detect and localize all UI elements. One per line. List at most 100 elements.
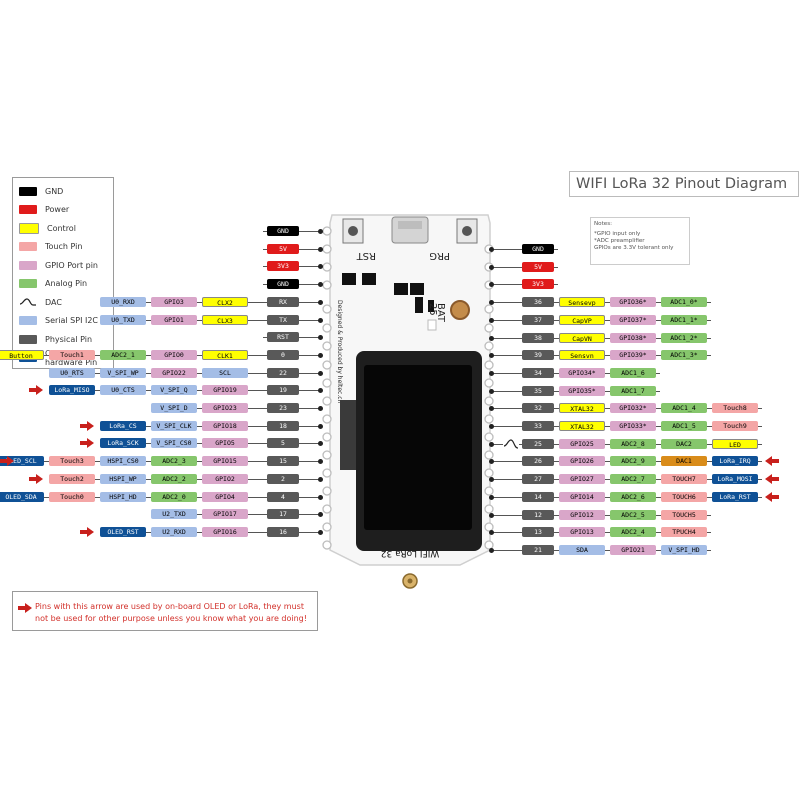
diagram-title: WIFI LoRa 32 Pinout Diagram xyxy=(569,171,799,197)
pin-dot xyxy=(318,335,323,341)
rst-label: RST xyxy=(356,250,376,261)
pin-label: 5 xyxy=(267,438,299,449)
pin-dot xyxy=(318,423,323,429)
pin-label: ADC1_3* xyxy=(661,350,707,361)
pin-label: GPIO16 xyxy=(202,526,248,537)
pin-label: 32 xyxy=(522,403,554,414)
pin-label: HSPI_WP xyxy=(100,473,146,484)
pin-label: V_SPI_Q xyxy=(151,385,197,396)
pin-label: CapVN xyxy=(559,332,605,343)
legend-label: Serial SPI I2C xyxy=(45,316,99,325)
pin-label: GND xyxy=(267,279,299,290)
pin-label: ADC2_2 xyxy=(151,473,197,484)
red-arrow-icon xyxy=(80,438,94,449)
pin-label: LED xyxy=(712,438,758,449)
pin-label: U2_TXD xyxy=(151,509,197,520)
notes-line: *GPIO input only xyxy=(594,231,641,237)
pin-label: LoRa_CS xyxy=(100,420,146,431)
pin-label: 27 xyxy=(522,474,554,485)
pin-label: HSPI_CS0 xyxy=(100,456,146,467)
pin-label: GPIO19 xyxy=(202,385,248,396)
pin-label: CapVP xyxy=(559,314,605,325)
pin-label: GPIO27 xyxy=(559,474,605,485)
pin-label: Touch1 xyxy=(49,349,95,360)
pin-label: SDA xyxy=(559,544,605,555)
pin-label: GPIO3 xyxy=(151,296,197,307)
pin-dot xyxy=(318,246,323,252)
pin-label: 5V xyxy=(267,243,299,254)
pin-label: GPIO39* xyxy=(610,350,656,361)
pin-label: 3V3 xyxy=(522,279,554,290)
pin-label: 22 xyxy=(267,367,299,378)
red-arrow-icon xyxy=(765,456,779,467)
pin-dot xyxy=(318,352,323,358)
pin-dot xyxy=(489,353,494,359)
legend-label: DAC xyxy=(45,297,62,307)
legend-swatch xyxy=(19,186,37,196)
pin-label: V_SPI_CS0 xyxy=(151,438,197,449)
pin-dot xyxy=(489,264,494,270)
legend-label: Analog Pin xyxy=(45,279,88,288)
pin-label: ADC2_1 xyxy=(100,349,146,360)
pin-label: ADC1_1* xyxy=(661,314,707,325)
red-arrow-icon xyxy=(0,456,14,467)
pin-label: GPIO25 xyxy=(559,438,605,449)
pin-label: 35 xyxy=(522,385,554,396)
pin-label: OLED_SDA xyxy=(0,491,44,502)
pin-label: Touch2 xyxy=(49,473,95,484)
pin-label: V_SPI_HD xyxy=(661,544,707,555)
pin-dot xyxy=(489,406,494,412)
pin-label: CLK1 xyxy=(202,349,248,360)
pin-dot xyxy=(318,441,323,447)
legend-item: Serial SPI I2C xyxy=(19,314,98,328)
pin-label: 21 xyxy=(522,544,554,555)
side-label-bat: BAT xyxy=(435,303,446,323)
pin-label: 39 xyxy=(522,350,554,361)
pin-dot xyxy=(318,512,323,518)
pin-dot xyxy=(489,282,494,288)
pin-label: GPIO1 xyxy=(151,314,197,325)
pin-label: ADC2_0 xyxy=(151,491,197,502)
pin-label: GPIO32* xyxy=(610,403,656,414)
pin-label: ADC1_0* xyxy=(661,297,707,308)
pin-dot xyxy=(318,406,323,411)
pin-dot xyxy=(318,317,323,323)
pin-label: LoRa_MISO xyxy=(49,385,95,396)
pin-label: V_SPI_D xyxy=(151,403,197,413)
legend-item: DAC xyxy=(19,295,62,309)
pin-dot xyxy=(489,547,494,553)
pin-label: U2_RXD xyxy=(151,526,197,537)
pin-label: GPIO2 xyxy=(202,473,248,484)
pin-label: GPIO18 xyxy=(202,420,248,431)
legend-label: Control xyxy=(47,223,76,233)
pin-holes-left xyxy=(322,226,332,550)
pin-dot xyxy=(489,317,494,323)
legend-swatch xyxy=(19,260,37,270)
pin-label: GPIO12 xyxy=(559,509,605,520)
pin-label: 13 xyxy=(522,527,554,538)
legend-item: Analog Pin xyxy=(19,277,87,291)
legend-swatch xyxy=(19,222,39,234)
pin-label: ADC2_4 xyxy=(610,527,656,538)
pin-label: 18 xyxy=(267,420,299,431)
pin-label: XTAL32 xyxy=(559,403,605,414)
pin-dot xyxy=(489,441,494,447)
red-arrow-icon xyxy=(80,420,94,431)
pin-dot xyxy=(489,530,494,536)
notes-line: GPIOs are 3.3V tolerant only xyxy=(594,245,674,251)
pin-label: SCL xyxy=(202,367,248,378)
notes-line: *ADC preamplifier xyxy=(594,238,645,244)
pin-label: 19 xyxy=(267,385,299,396)
pin-dot xyxy=(489,494,494,500)
legend-label: GPIO Port pin xyxy=(45,260,98,270)
legend-label: Physical Pin xyxy=(45,334,93,344)
legend-item: Power xyxy=(19,203,69,217)
legend-label: GND xyxy=(45,186,64,196)
pin-label: 5V xyxy=(522,261,554,272)
pin-label: 15 xyxy=(267,456,299,467)
pin-label: V_SPI_WP xyxy=(100,367,146,378)
pin-label: Touch3 xyxy=(49,456,95,467)
legend-swatch xyxy=(19,205,37,214)
pin-dot xyxy=(318,494,323,500)
